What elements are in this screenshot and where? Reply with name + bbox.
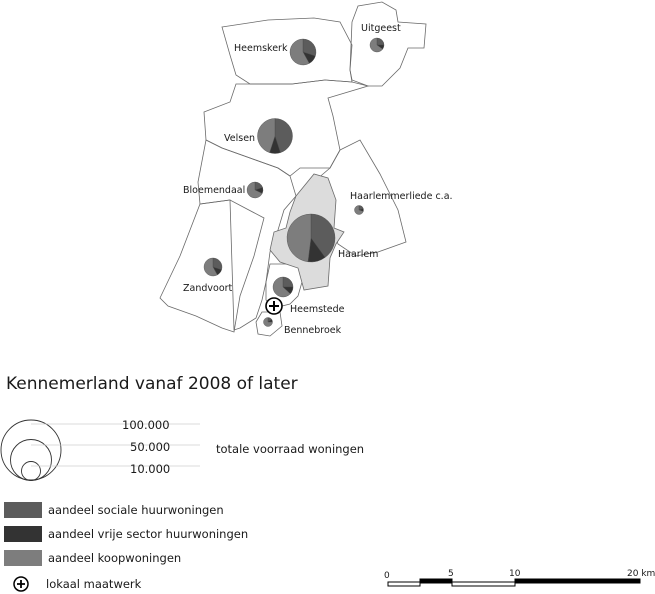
pie-heemstede	[272, 276, 294, 298]
pie-slice-haarlem-0	[310, 213, 336, 258]
boundary-uitgeest	[349, 1, 427, 87]
pie-bennebroek	[263, 317, 273, 327]
pie-charts	[203, 37, 385, 327]
pie-slice-bennebroek-2	[263, 317, 273, 327]
legend-item-koop: aandeel koopwoningen	[4, 550, 181, 566]
boundary-velsen	[203, 79, 370, 177]
label-heemskerk: Heemskerk	[234, 43, 288, 54]
pie-slice-velsen-2	[257, 118, 276, 153]
legend-label-vrije-sector: aandeel vrije sector huurwoningen	[48, 527, 249, 541]
pie-uitgeest	[369, 37, 385, 53]
maatwerk-marker-plus	[269, 301, 279, 311]
size-legend-circle-small	[21, 461, 41, 481]
label-bennebroek: Bennebroek	[284, 325, 342, 336]
swatch-sociale	[4, 502, 42, 518]
scale-bar: 0 5 10 20 km	[384, 569, 655, 587]
legend-item-maatwerk: lokaal maatwerk	[46, 576, 141, 592]
pie-zandvoort	[203, 257, 223, 277]
label-zandvoort: Zandvoort	[183, 283, 233, 294]
label-haarlemmerliede-c-a: Haarlemmerliede c.a.	[350, 191, 453, 202]
label-uitgeest: Uitgeest	[361, 23, 401, 34]
pie-slice-heemskerk-0	[302, 38, 317, 57]
pie-slice-heemstede-0	[282, 276, 294, 288]
pie-velsen	[257, 118, 293, 154]
legend-maatwerk-plus	[17, 580, 25, 588]
label-velsen: Velsen	[224, 133, 255, 144]
size-caption: totale voorraad woningen	[216, 442, 365, 456]
boundary-zandvoort	[159, 199, 265, 333]
label-haarlem: Haarlem	[338, 249, 378, 260]
pie-slice-uitgeest-2	[369, 37, 383, 53]
maatwerk-marker	[265, 297, 283, 315]
size-legend-circle-large	[0, 419, 62, 481]
legend-item-vrije-sector: aandeel vrije sector huurwoningen	[4, 526, 248, 542]
legend-label-koop: aandeel koopwoningen	[48, 551, 182, 565]
label-heemstede: Heemstede	[290, 304, 345, 315]
legend-item-sociale: aandeel sociale huurwoningen	[4, 502, 224, 518]
scale-seg-1	[387, 581, 421, 587]
scale-label-0: 0	[384, 571, 390, 581]
swatch-koop	[4, 550, 42, 566]
size-value-50000: 50.000	[130, 440, 171, 454]
label-bloemendaal: Bloemendaal	[183, 185, 245, 196]
pie-slice-velsen-0	[274, 118, 293, 153]
scale-seg-2	[419, 578, 453, 584]
pie-slice-zandvoort-2	[203, 257, 218, 277]
pie-slice-haarlem-2	[286, 213, 312, 263]
legend-label-sociale: aandeel sociale huurwoningen	[48, 503, 224, 517]
scale-seg-4	[514, 578, 641, 584]
size-legend-leaders	[31, 423, 200, 467]
municipal-boundaries	[159, 1, 427, 337]
municipality-labels: Heemskerk UitgeestVelsenBloemendaalHaarle…	[183, 23, 453, 336]
pie-slice-uitgeest-0	[376, 37, 385, 46]
pie-haarlemmerliede-c-a	[354, 205, 364, 215]
pie-heemskerk	[289, 38, 317, 66]
pie-slice-haarlemmerliede-c-a-2	[354, 205, 364, 215]
pie-bloemendaal	[246, 181, 264, 199]
legend-label-maatwerk: lokaal maatwerk	[46, 577, 142, 591]
pie-slice-heemskerk-2	[289, 38, 310, 66]
pie-slice-bloemendaal-2	[246, 181, 263, 199]
scale-seg-3	[451, 581, 516, 587]
legend-maatwerk-icon	[13, 576, 29, 592]
swatch-vrije-sector	[4, 526, 42, 542]
pie-slice-heemstede-2	[272, 276, 291, 298]
size-value-10000: 10.000	[130, 462, 171, 476]
scale-label-5: 5	[448, 569, 454, 579]
scale-label-10: 10	[509, 569, 521, 579]
pie-haarlem	[286, 213, 336, 263]
size-legend-circle-medium	[10, 439, 52, 481]
size-value-100000: 100.000	[122, 418, 170, 432]
legend-title: Kennemerland vanaf 2008 of later	[6, 374, 298, 394]
size-legend	[0, 419, 62, 481]
scale-label-20: 20 km	[627, 569, 655, 579]
